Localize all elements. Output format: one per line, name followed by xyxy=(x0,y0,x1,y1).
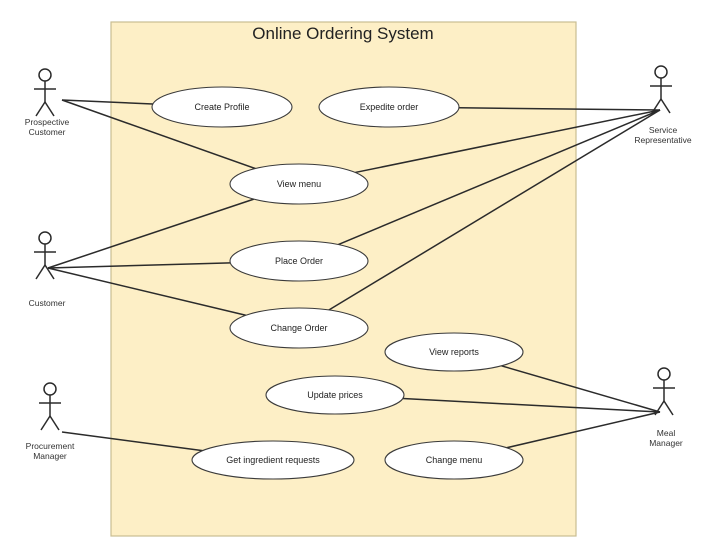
associations xyxy=(47,99,661,452)
use-case-label: View reports xyxy=(429,347,479,357)
use-case-ellipse xyxy=(229,307,369,349)
association-customer-change_order xyxy=(47,267,246,317)
use-case-label: View menu xyxy=(277,179,321,189)
association-customer-view_menu xyxy=(47,198,255,269)
use-case-ellipse xyxy=(229,163,369,205)
use-case-view-reports[interactable]: View reports xyxy=(384,332,524,372)
association-meal-update_prices xyxy=(402,397,661,413)
actors: ProspectiveCustomerCustomerProcurementMa… xyxy=(25,65,692,461)
association-service-view_menu xyxy=(355,109,661,174)
use-case-get-ingredients[interactable]: Get ingredient requests xyxy=(191,440,355,480)
use-case-label: Get ingredient requests xyxy=(226,455,320,465)
system-title: Online Ordering System xyxy=(252,24,433,43)
actor-label: Customer xyxy=(29,127,66,137)
use-case-ellipse xyxy=(151,86,293,128)
actor-label: Customer xyxy=(29,298,66,308)
association-service-change_order xyxy=(328,109,661,311)
stick-figure-icon xyxy=(650,65,672,114)
stick-figure-icon xyxy=(39,382,61,431)
actor-label: Service xyxy=(649,125,678,135)
use-case-ellipse xyxy=(191,440,355,480)
use-case-label: Update prices xyxy=(307,390,363,400)
association-prospective-view_menu xyxy=(61,99,256,170)
use-case-label: Expedite order xyxy=(360,102,419,112)
use-case-place-order[interactable]: Place Order xyxy=(229,240,369,282)
stick-figure-icon xyxy=(653,367,675,416)
actor-label: Manager xyxy=(33,451,67,461)
use-case-change-menu[interactable]: Change menu xyxy=(384,440,524,480)
association-procurement-get_ingredients xyxy=(61,431,203,452)
use-case-label: Change Order xyxy=(270,323,327,333)
association-meal-change_menu xyxy=(506,411,661,449)
association-prospective-create_profile xyxy=(61,99,153,105)
use-case-ellipse xyxy=(265,375,405,415)
association-meal-view_reports xyxy=(501,365,661,413)
association-customer-place_order xyxy=(47,262,231,269)
use-case-ellipse xyxy=(229,240,369,282)
use-case-create-profile[interactable]: Create Profile xyxy=(151,86,293,128)
actor-label: Procurement xyxy=(26,441,75,451)
actor-label: Meal xyxy=(657,428,676,438)
use-case-view-menu[interactable]: View menu xyxy=(229,163,369,205)
use-case-ellipse xyxy=(384,332,524,372)
association-service-expedite_order xyxy=(458,107,661,111)
use-case-label: Create Profile xyxy=(194,102,249,112)
use-case-label: Place Order xyxy=(275,256,323,266)
use-case-change-order[interactable]: Change Order xyxy=(229,307,369,349)
use-case-ellipse xyxy=(318,86,460,128)
use-case-label: Change menu xyxy=(426,455,483,465)
use-case-update-prices[interactable]: Update prices xyxy=(265,375,405,415)
use-case-ellipse xyxy=(384,440,524,480)
stick-figure-icon xyxy=(34,68,56,117)
use-case-expedite-order[interactable]: Expedite order xyxy=(318,86,460,128)
actor-customer: Customer xyxy=(29,231,66,308)
stick-figure-icon xyxy=(34,231,56,280)
actor-label: Representative xyxy=(634,135,691,145)
actor-label: Manager xyxy=(649,438,683,448)
actor-label: Prospective xyxy=(25,117,70,127)
association-service-place_order xyxy=(338,109,661,246)
